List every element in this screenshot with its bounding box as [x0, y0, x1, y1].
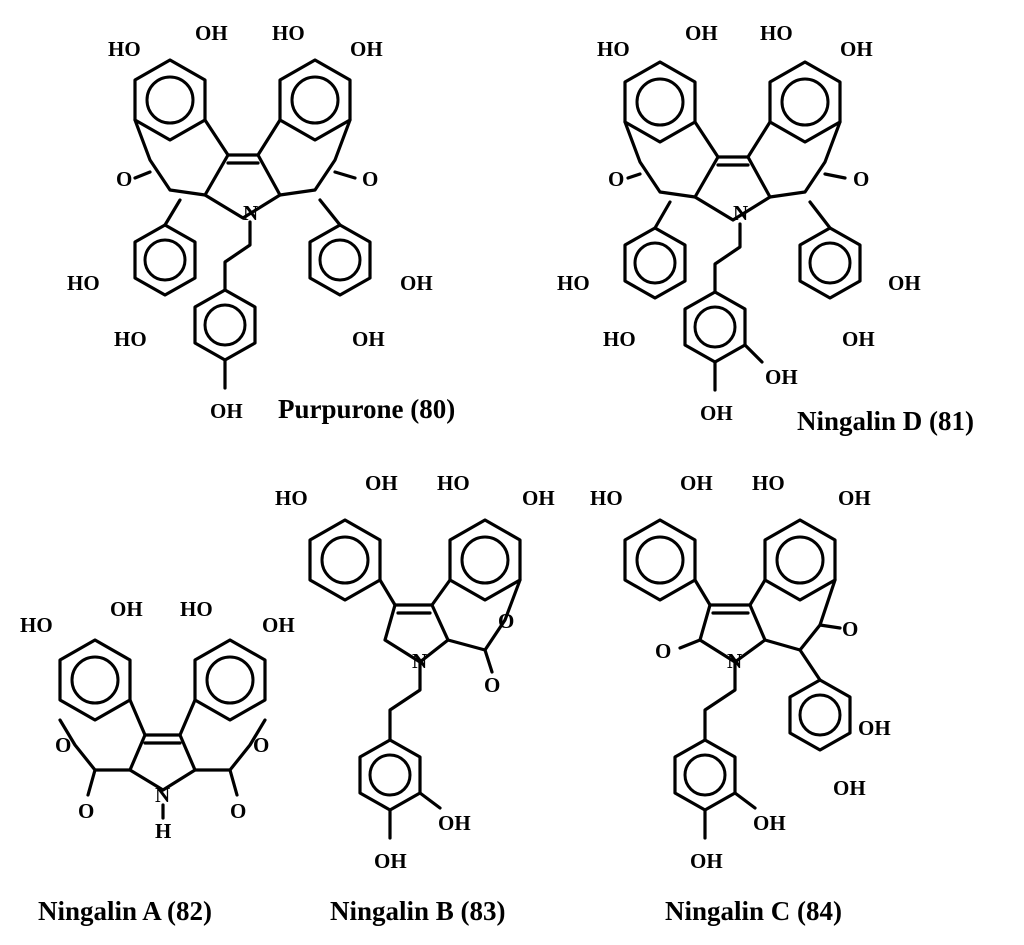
atom-label: HO	[275, 486, 308, 510]
atom-label: O	[362, 167, 378, 191]
atom-label: OH	[352, 327, 385, 351]
atom-label: OH	[110, 597, 143, 621]
atom-label: O	[498, 609, 514, 633]
structure-ningalin-c	[623, 518, 852, 840]
atom-label: HO	[590, 486, 623, 510]
atom-label: O	[484, 673, 500, 697]
atom-label: OH	[365, 471, 398, 495]
atom-label: N	[155, 783, 170, 807]
atom-label: OH	[680, 471, 713, 495]
atom-label: O	[608, 167, 624, 191]
atom-label: HO	[437, 471, 470, 495]
atom-label: OH	[350, 37, 383, 61]
atom-label: OH	[840, 37, 873, 61]
atom-label: OH	[400, 271, 433, 295]
atom-label: OH	[700, 401, 733, 425]
atom-label: OH	[888, 271, 921, 295]
atom-label: HO	[557, 271, 590, 295]
compound-name-ningalin-b: Ningalin B (83)	[330, 896, 506, 926]
atom-label: OH	[838, 486, 871, 510]
atom-label: OH	[690, 849, 723, 873]
atom-label: OH	[858, 716, 891, 740]
atom-label: N	[243, 201, 258, 225]
atom-label: OH	[833, 776, 866, 800]
atom-label: N	[727, 649, 742, 673]
structure-ningalin-a	[58, 638, 267, 820]
atom-label: H	[155, 819, 171, 843]
atom-label: OH	[438, 811, 471, 835]
compound-name-ningalin-d: Ningalin D (81)	[797, 406, 974, 436]
atom-label: OH	[262, 613, 295, 637]
structure-ningalin-d	[623, 60, 862, 392]
atom-label: O	[842, 617, 858, 641]
compound-name-purpurone: Purpurone (80)	[278, 394, 455, 424]
atom-label: OH	[765, 365, 798, 389]
atom-label: HO	[67, 271, 100, 295]
atom-label: OH	[195, 21, 228, 45]
atom-label: O	[853, 167, 869, 191]
atom-label: HO	[603, 327, 636, 351]
atom-label: HO	[20, 613, 53, 637]
atom-label: OH	[210, 399, 243, 423]
compound-name-ningalin-c: Ningalin C (84)	[665, 896, 842, 926]
atom-label: HO	[114, 327, 147, 351]
atom-label: OH	[842, 327, 875, 351]
structure-purpurone	[133, 58, 372, 390]
atom-label: O	[253, 733, 269, 757]
atom-label: HO	[752, 471, 785, 495]
atom-label: OH	[522, 486, 555, 510]
atom-label: HO	[760, 21, 793, 45]
atom-label: O	[78, 799, 94, 823]
atom-label: O	[55, 733, 71, 757]
atom-label: N	[733, 201, 748, 225]
atom-label: HO	[108, 37, 141, 61]
atom-label: HO	[180, 597, 213, 621]
structure-ningalin-b	[308, 518, 522, 840]
atom-label: O	[655, 639, 671, 663]
atom-label: HO	[597, 37, 630, 61]
compound-name-ningalin-a: Ningalin A (82)	[38, 896, 212, 926]
atom-label: O	[116, 167, 132, 191]
atom-label: OH	[685, 21, 718, 45]
atom-label: OH	[753, 811, 786, 835]
atom-label: HO	[272, 21, 305, 45]
atom-label: O	[230, 799, 246, 823]
atom-label: N	[412, 649, 427, 673]
atom-label: OH	[374, 849, 407, 873]
